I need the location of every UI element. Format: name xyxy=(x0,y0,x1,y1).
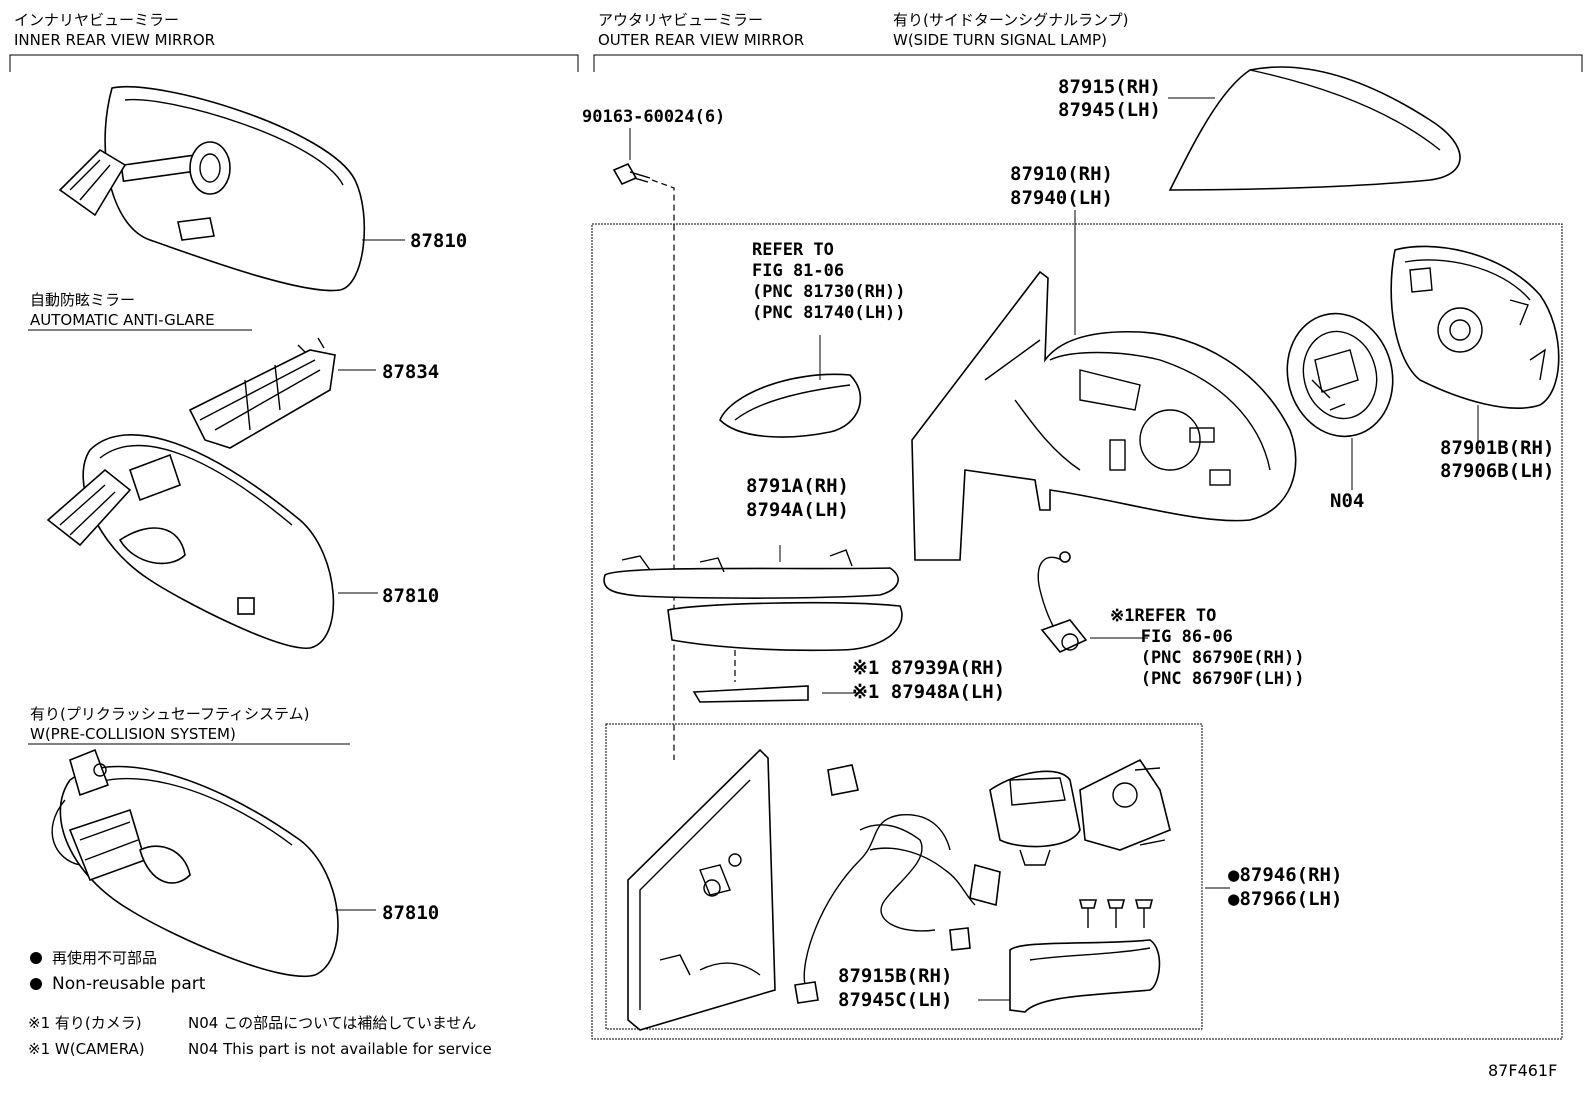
part-number-87810-precollision[interactable]: 87810 xyxy=(382,902,440,924)
part-number-87834[interactable]: 87834 xyxy=(382,361,440,383)
cover-87834 xyxy=(188,337,376,449)
part-number-8791A-rh[interactable]: 8791A(RH) xyxy=(746,475,849,497)
legend-nonreusable-jp: 再使用不可部品 xyxy=(52,949,158,967)
part-label-N04[interactable]: N04 xyxy=(1330,490,1365,512)
legend-nonreusable-en: Non-reusable part xyxy=(52,974,206,994)
outer-mirror-assembly-box xyxy=(591,223,1563,1040)
mirror-motor-N04 xyxy=(1286,312,1394,490)
legend-camera-jp: ※1 有り(カメラ) xyxy=(28,1014,142,1032)
refer-fig-81-06[interactable]: REFER TO FIG 81-06 (PNC 81730(RH)) (PNC … xyxy=(752,240,906,323)
mirror-cover-87915 xyxy=(1168,66,1461,191)
part-number-87810-top[interactable]: 87810 xyxy=(410,230,468,252)
bullet-icon xyxy=(30,952,42,964)
outer-mirror-header-jp: アウタリヤビューミラー xyxy=(598,11,764,29)
turn-signal-header-en: W(SIDE TURN SIGNAL LAMP) xyxy=(893,31,1107,49)
precollision-label-jp: 有り(プリクラッシュセーフティシステム) xyxy=(30,705,310,723)
part-number-87945-lh[interactable]: 87945(LH) xyxy=(1058,99,1161,121)
precollision-label-en: W(PRE-COLLISION SYSTEM) xyxy=(30,725,236,743)
inner-mirror-87810-antiglare xyxy=(46,434,378,649)
part-number-87940-lh[interactable]: 87940(LH) xyxy=(1010,187,1113,209)
inner-mirror-section-bracket xyxy=(9,54,579,72)
antiglare-label-en: AUTOMATIC ANTI-GLARE xyxy=(30,311,215,329)
mirror-body-87910 xyxy=(911,210,1297,561)
inner-mirror-header-en: INNER REAR VIEW MIRROR xyxy=(14,31,216,49)
folding-actuator xyxy=(989,758,1171,866)
camera-harness xyxy=(1037,551,1148,653)
part-number-8794A-lh[interactable]: 8794A(LH) xyxy=(746,499,849,521)
camera-87939A xyxy=(692,650,862,703)
bolt-90163 xyxy=(612,128,675,760)
part-number-87966-lh[interactable]: ●87966(LH) xyxy=(1228,888,1343,910)
part-number-87910-rh[interactable]: 87910(RH) xyxy=(1010,163,1113,185)
part-number-87945C-lh[interactable]: 87945C(LH) xyxy=(838,989,953,1011)
inner-mirror-87810-top xyxy=(58,86,405,292)
part-number-87915-rh[interactable]: 87915(RH) xyxy=(1058,76,1161,98)
figure-id: 87F461F xyxy=(1488,1061,1558,1080)
part-number-87810-antiglare[interactable]: 87810 xyxy=(382,585,440,607)
part-number-87906B-lh[interactable]: 87906B(LH) xyxy=(1440,460,1555,482)
turn-signal-lamp xyxy=(719,335,862,438)
outer-mirror-header-en: OUTER REAR VIEW MIRROR xyxy=(598,31,805,49)
mirror-base-87915B xyxy=(627,748,776,1031)
mirror-glass-87901B xyxy=(1390,245,1560,448)
legend-n04-jp: N04 この部品については補給していません xyxy=(188,1014,477,1032)
base-gasket xyxy=(978,939,1161,1013)
bullet-icon xyxy=(30,978,42,990)
part-number-90163[interactable]: 90163-60024(6) xyxy=(582,107,726,127)
turn-signal-header-jp: 有り(サイドターンシグナルランプ) xyxy=(893,11,1129,29)
outer-mirror-section-bracket xyxy=(593,54,1583,72)
inner-mirror-87810-precollision xyxy=(51,748,376,978)
inner-mirror-header-jp: インナリヤビューミラー xyxy=(14,11,180,29)
legend-camera-en: ※1 W(CAMERA) xyxy=(28,1040,145,1058)
sub-assembly-box xyxy=(605,723,1203,1030)
antiglare-label-jp: 自動防眩ミラー xyxy=(30,291,136,309)
part-number-87915B-rh[interactable]: 87915B(RH) xyxy=(838,965,953,987)
refer-fig-86-06[interactable]: ※1REFER TO FIG 86-06 (PNC 86790E(RH)) (P… xyxy=(1110,606,1305,689)
wire-harness xyxy=(794,764,1001,1004)
part-number-87901B-rh[interactable]: 87901B(RH) xyxy=(1440,437,1555,459)
lamp-housing-8791A xyxy=(603,545,903,652)
legend-n04-en: N04 This part is not available for servi… xyxy=(188,1040,492,1058)
screws xyxy=(1078,899,1154,928)
part-number-87948A-lh[interactable]: ※1 87948A(LH) xyxy=(852,681,1006,703)
part-number-87946-rh[interactable]: ●87946(RH) xyxy=(1228,864,1343,886)
part-number-87939A-rh[interactable]: ※1 87939A(RH) xyxy=(852,657,1006,679)
